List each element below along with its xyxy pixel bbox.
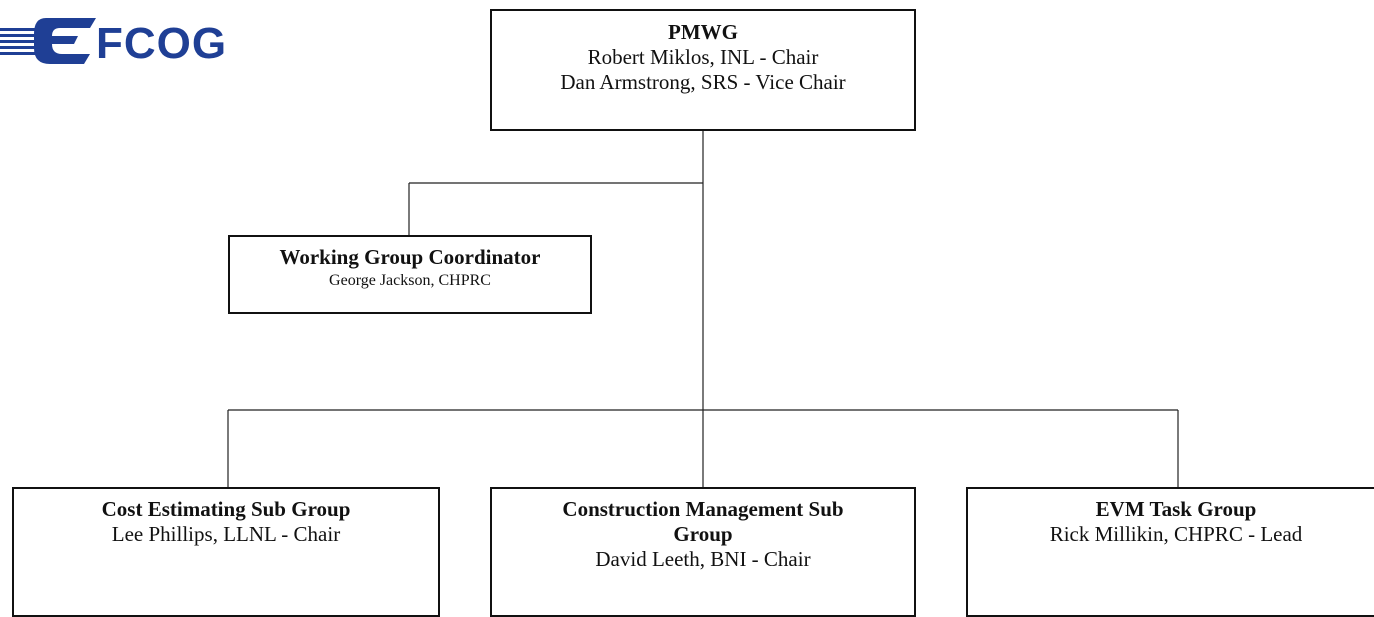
pmwg-vice-chair: Dan Armstrong, SRS - Vice Chair: [560, 69, 846, 94]
pmwg-chair: Robert Miklos, INL - Chair: [587, 44, 819, 69]
coordinator-title: Working Group Coordinator: [279, 245, 541, 269]
construction-management-box: Construction Management Sub Group David …: [490, 487, 916, 617]
evm-title: EVM Task Group: [1095, 497, 1257, 521]
org-connectors: [227, 131, 1179, 487]
pmwg-box: PMWG Robert Miklos, INL - Chair Dan Arms…: [490, 9, 916, 131]
cost-estimating-title: Cost Estimating Sub Group: [101, 497, 351, 521]
logo-text: FCOG: [96, 19, 227, 68]
evm-lead: Rick Millikin, CHPRC - Lead: [1049, 521, 1303, 546]
cost-estimating-lead: Lee Phillips, LLNL - Chair: [111, 521, 341, 546]
coordinator-person: George Jackson, CHPRC: [329, 271, 491, 289]
coordinator-box: Working Group Coordinator George Jackson…: [228, 235, 592, 314]
cost-estimating-box: Cost Estimating Sub Group Lee Phillips, …: [12, 487, 440, 617]
construction-management-title-line1: Construction Management Sub: [562, 497, 844, 521]
pmwg-title: PMWG: [668, 20, 738, 44]
construction-management-lead: David Leeth, BNI - Chair: [595, 546, 811, 571]
construction-management-title-line2: Group: [673, 521, 733, 546]
efcog-logo: FCOG: [0, 8, 262, 70]
efcog-logo-graphic: FCOG: [0, 18, 227, 68]
evm-task-group-box: EVM Task Group Rick Millikin, CHPRC - Le…: [966, 487, 1374, 617]
